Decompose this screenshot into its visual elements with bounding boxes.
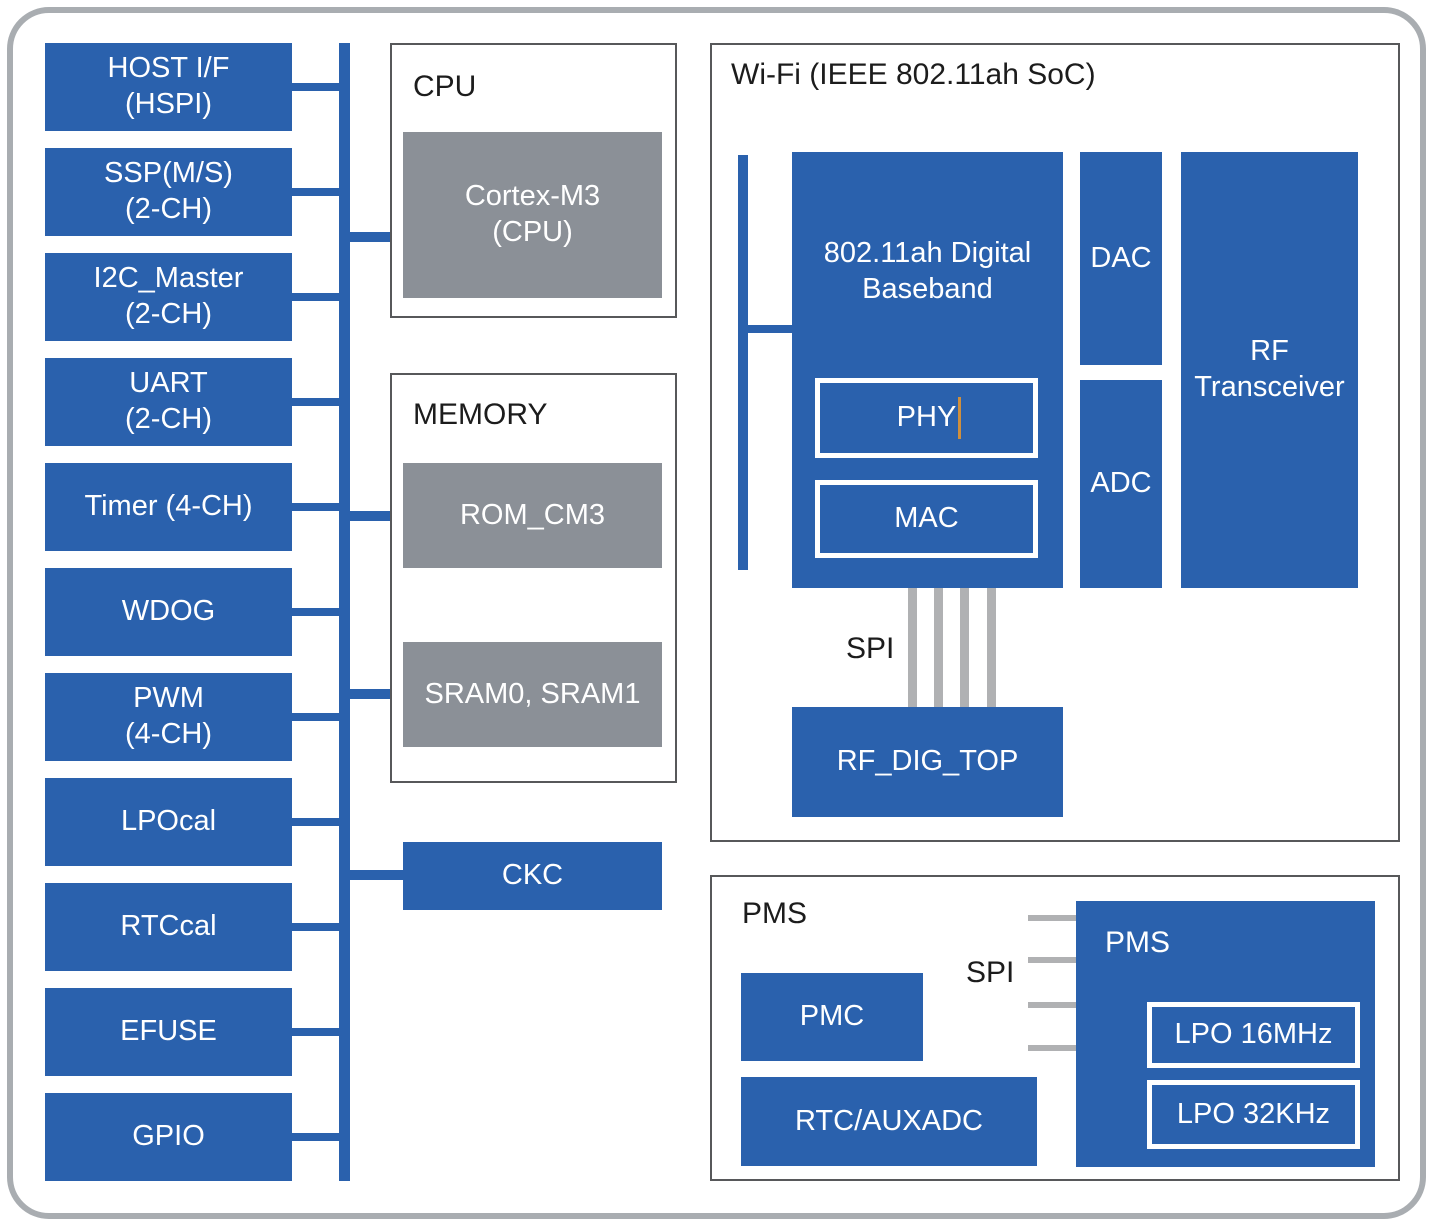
dac-block: DAC xyxy=(1080,152,1162,365)
block-i2c-master: I2C_Master (2-CH) xyxy=(45,253,292,341)
phy-label: PHY xyxy=(896,401,957,434)
sram-label: SRAM0, SRAM1 xyxy=(424,677,641,710)
block-ssp: SSP(M/S) (2-CH) xyxy=(45,148,292,236)
stub-wdog xyxy=(292,608,339,616)
block-gpio: GPIO xyxy=(45,1093,292,1181)
pms-spi-dash-4 xyxy=(1028,1045,1076,1051)
block-i2c-master-label: I2C_Master (2-CH) xyxy=(93,262,244,330)
stub-efuse xyxy=(292,1028,339,1036)
lpo16-block: LPO 16MHz xyxy=(1147,1002,1360,1068)
rf-dig-top-block: RF_DIG_TOP xyxy=(792,707,1063,817)
bus-branch-ckc xyxy=(349,870,405,880)
baseband-label: 802.11ah Digital Baseband xyxy=(823,237,1032,305)
rtc-auxadc-block: RTC/AUXADC xyxy=(741,1077,1037,1166)
stub-timer xyxy=(292,503,339,511)
pms-group-box xyxy=(710,875,1400,1181)
stub-i2c-master xyxy=(292,293,339,301)
rf-transceiver-block: RF Transceiver xyxy=(1181,152,1358,588)
pms-group-title: PMS xyxy=(742,897,808,930)
block-rtccal-label: RTCcal xyxy=(120,910,217,943)
pms-spi-label: SPI xyxy=(966,956,1015,989)
block-pwm: PWM (4-CH) xyxy=(45,673,292,761)
block-wdog: WDOG xyxy=(45,568,292,656)
baseband-label-area: 802.11ah Digital Baseband xyxy=(792,172,1063,372)
block-wdog-label: WDOG xyxy=(121,595,216,628)
adc-block: ADC xyxy=(1080,380,1162,588)
wifi-spi-label: SPI xyxy=(846,632,895,665)
pms-spi-dash-1 xyxy=(1028,915,1076,921)
mac-block: MAC xyxy=(815,480,1038,558)
wifi-spi-line-3 xyxy=(960,588,969,707)
pms-block: PMS LPO 16MHz LPO 32KHz xyxy=(1076,901,1375,1167)
block-uart: UART (2-CH) xyxy=(45,358,292,446)
pms-spi-dash-2 xyxy=(1028,957,1076,963)
stub-uart xyxy=(292,398,339,406)
mac-label: MAC xyxy=(894,502,959,535)
rtc-auxadc-label: RTC/AUXADC xyxy=(795,1104,983,1137)
stub-rtccal xyxy=(292,923,339,931)
stub-ssp xyxy=(292,188,339,196)
ckc-block: CKC xyxy=(403,842,662,910)
block-pwm-label: PWM (4-CH) xyxy=(125,682,212,750)
wifi-bus-branch-baseband xyxy=(748,325,792,333)
pmc-block: PMC xyxy=(741,973,923,1061)
text-cursor-artifact xyxy=(958,397,961,439)
wifi-group-title: Wi-Fi (IEEE 802.11ah SoC) xyxy=(731,58,1096,91)
stub-pwm xyxy=(292,713,339,721)
rf-dig-top-label: RF_DIG_TOP xyxy=(836,745,1019,778)
rf-transceiver-label: RF Transceiver xyxy=(1194,335,1345,403)
stub-lpocal xyxy=(292,818,339,826)
memory-group-title: MEMORY xyxy=(413,398,548,431)
diagram-outer-frame xyxy=(7,7,1426,1219)
wifi-spi-line-2 xyxy=(934,588,943,707)
block-host-if-label: HOST I/F (HSPI) xyxy=(107,52,230,120)
bus-branch-sram xyxy=(349,689,405,699)
wifi-spi-line-4 xyxy=(987,588,996,707)
lpo32-block: LPO 32KHz xyxy=(1147,1080,1360,1149)
phy-block: PHY xyxy=(815,378,1038,458)
block-timer: Timer (4-CH) xyxy=(45,463,292,551)
bus-branch-rom xyxy=(349,511,405,521)
dac-label: DAC xyxy=(1090,241,1152,274)
ckc-label: CKC xyxy=(501,859,564,892)
wifi-group-box xyxy=(710,43,1400,842)
stub-gpio xyxy=(292,1133,339,1141)
adc-label: ADC xyxy=(1090,467,1152,500)
block-rtccal: RTCcal xyxy=(45,883,292,971)
pms-spi-dash-3 xyxy=(1028,1002,1076,1008)
rom-cm3-block: ROM_CM3 xyxy=(403,463,662,568)
bus-branch-cpu xyxy=(349,232,405,242)
rom-cm3-label: ROM_CM3 xyxy=(459,498,605,531)
cortex-m3-block: Cortex-M3 (CPU) xyxy=(403,132,662,298)
block-timer-label: Timer (4-CH) xyxy=(84,490,253,523)
block-efuse-label: EFUSE xyxy=(120,1015,217,1048)
block-lpocal: LPOcal xyxy=(45,778,292,866)
cortex-m3-label: Cortex-M3 (CPU) xyxy=(464,180,601,248)
lpo16-label: LPO 16MHz xyxy=(1174,1018,1333,1051)
block-efuse: EFUSE xyxy=(45,988,292,1076)
pmc-label: PMC xyxy=(799,1000,865,1033)
block-lpocal-label: LPOcal xyxy=(120,805,217,838)
block-uart-label: UART (2-CH) xyxy=(125,367,212,435)
block-host-if: HOST I/F (HSPI) xyxy=(45,43,292,131)
block-ssp-label: SSP(M/S) (2-CH) xyxy=(104,157,233,225)
wifi-bus-bar xyxy=(738,155,748,570)
cpu-group-title: CPU xyxy=(413,70,477,103)
baseband-block: 802.11ah Digital Baseband PHY MAC xyxy=(792,152,1063,588)
sram-block: SRAM0, SRAM1 xyxy=(403,642,662,747)
pms-block-title: PMS xyxy=(1105,926,1171,959)
wifi-spi-line-1 xyxy=(908,588,917,707)
stub-host-if xyxy=(292,83,339,91)
system-bus-line xyxy=(339,43,350,1181)
lpo32-label: LPO 32KHz xyxy=(1176,1097,1331,1130)
block-gpio-label: GPIO xyxy=(132,1120,205,1153)
